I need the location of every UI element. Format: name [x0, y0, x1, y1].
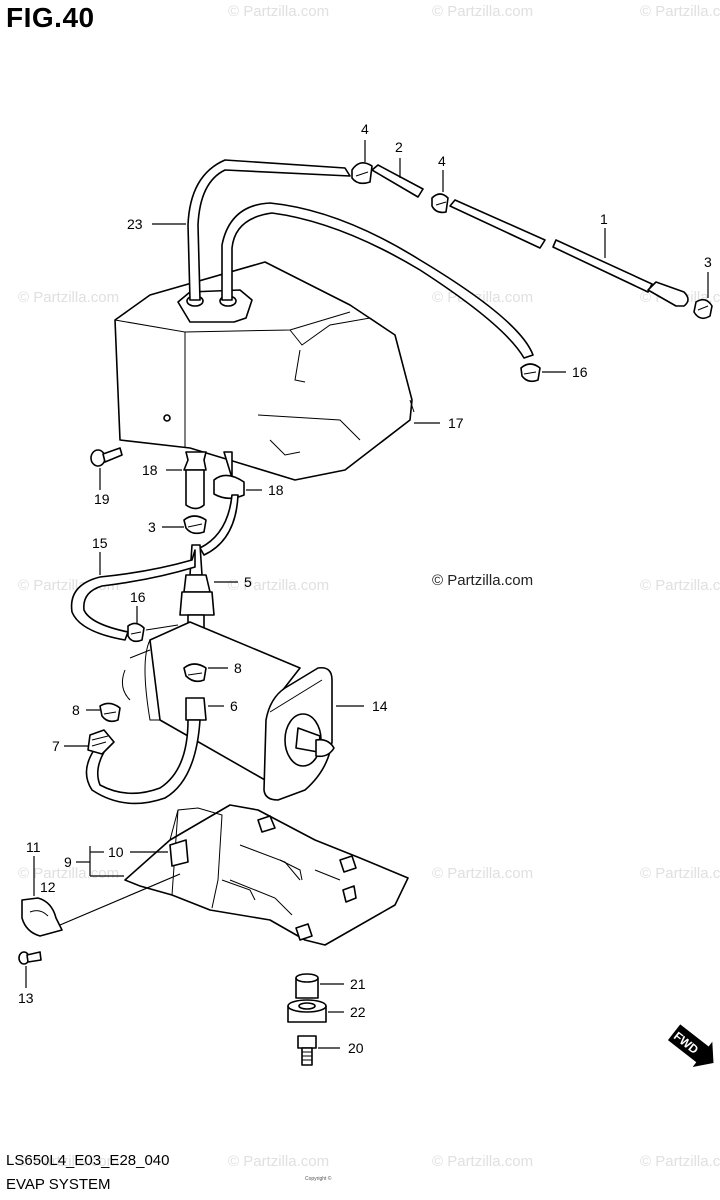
canister-14 — [121, 621, 335, 801]
callout-4: 4 — [438, 153, 446, 169]
hose-23 — [187, 159, 534, 359]
callout-3: 3 — [704, 254, 712, 270]
watermark-text: © Partzilla.com — [18, 289, 119, 306]
grommet-18-right — [213, 451, 245, 500]
figure-code: LS650L4_E03_E28_040 — [6, 1152, 170, 1169]
callout-10: 10 — [108, 844, 124, 860]
watermark-text: © Partzilla.com — [228, 577, 329, 594]
screw-13 — [18, 951, 42, 965]
watermark-text: © Partzilla.com — [640, 3, 720, 20]
clamp-16-lower — [127, 622, 179, 643]
callout-4: 4 — [361, 121, 369, 137]
watermark-text: © Partzilla.com — [228, 1153, 329, 1170]
clamp-16-upper — [520, 363, 541, 383]
callout-18: 18 — [142, 462, 158, 478]
watermark-text: © Partzilla.com — [18, 865, 119, 882]
callout-9: 9 — [64, 854, 72, 870]
callout-17: 17 — [448, 415, 464, 431]
callout-16: 16 — [130, 589, 146, 605]
clamp-4-left — [351, 162, 373, 185]
grommet-18-left — [183, 451, 207, 510]
callout-21: 21 — [350, 976, 366, 992]
bracket-9 — [124, 804, 409, 946]
watermark-text: © Partzilla.com — [432, 1153, 533, 1170]
callout-23: 23 — [127, 216, 143, 232]
watermark-text: © Partzilla.com — [432, 3, 533, 20]
screw-19 — [90, 447, 123, 467]
collar-21 — [295, 973, 319, 999]
callout-22: 22 — [350, 1004, 366, 1020]
callout-11: 11 — [26, 839, 41, 855]
figure-title: FIG.40 — [6, 2, 95, 33]
callout-20: 20 — [348, 1040, 364, 1056]
callout-18: 18 — [268, 482, 284, 498]
callout-7: 7 — [52, 738, 60, 754]
callout-3: 3 — [148, 519, 156, 535]
callout-layer: 4 2 4 1 3 23 16 17 19 18 18 3 15 5 16 8 … — [18, 121, 712, 1056]
watermark-text: © Partzilla.com — [18, 1153, 119, 1170]
clamp-3-upper — [693, 298, 713, 320]
watermark-text: © Partzilla.com — [640, 577, 720, 594]
watermark-center: © Partzilla.com — [432, 572, 534, 589]
reservoir-tank — [114, 261, 415, 481]
watermark-text: © Partzilla.com — [228, 3, 329, 20]
copyright-fine-print: Copyright © — [305, 1176, 332, 1182]
valve-5 — [179, 544, 215, 629]
watermark-text: © Partzilla.com — [432, 865, 533, 882]
watermark-text: © Partzilla.com — [640, 1153, 720, 1170]
callout-13: 13 — [18, 990, 34, 1006]
callout-14: 14 — [372, 698, 388, 714]
callout-16: 16 — [572, 364, 588, 380]
fwd-arrow-badge: FWD — [667, 1024, 714, 1067]
clamp-3-lower — [183, 515, 207, 535]
callout-2: 2 — [395, 139, 403, 155]
clamp-12 — [21, 897, 63, 937]
clamp-8-lower — [99, 702, 121, 723]
callout-8: 8 — [72, 702, 80, 718]
clamp-4-right — [431, 193, 449, 214]
hose-15 — [70, 549, 196, 641]
hose-2 — [371, 164, 424, 198]
hose-valve-feed — [199, 494, 239, 556]
callout-12: 12 — [40, 879, 56, 895]
callout-8: 8 — [234, 660, 242, 676]
callout-6: 6 — [230, 698, 238, 714]
hose-1 — [449, 199, 689, 307]
watermark-text: © Partzilla.com — [640, 865, 720, 882]
callout-15: 15 — [92, 535, 108, 551]
cushion-22 — [287, 999, 327, 1023]
callout-5: 5 — [244, 574, 252, 590]
callout-19: 19 — [94, 491, 110, 507]
clamp-8-upper — [183, 663, 207, 683]
callout-1: 1 — [600, 211, 608, 227]
bolt-20 — [297, 1035, 317, 1066]
hose-7 — [87, 729, 115, 755]
system-name: EVAP SYSTEM — [6, 1176, 111, 1193]
